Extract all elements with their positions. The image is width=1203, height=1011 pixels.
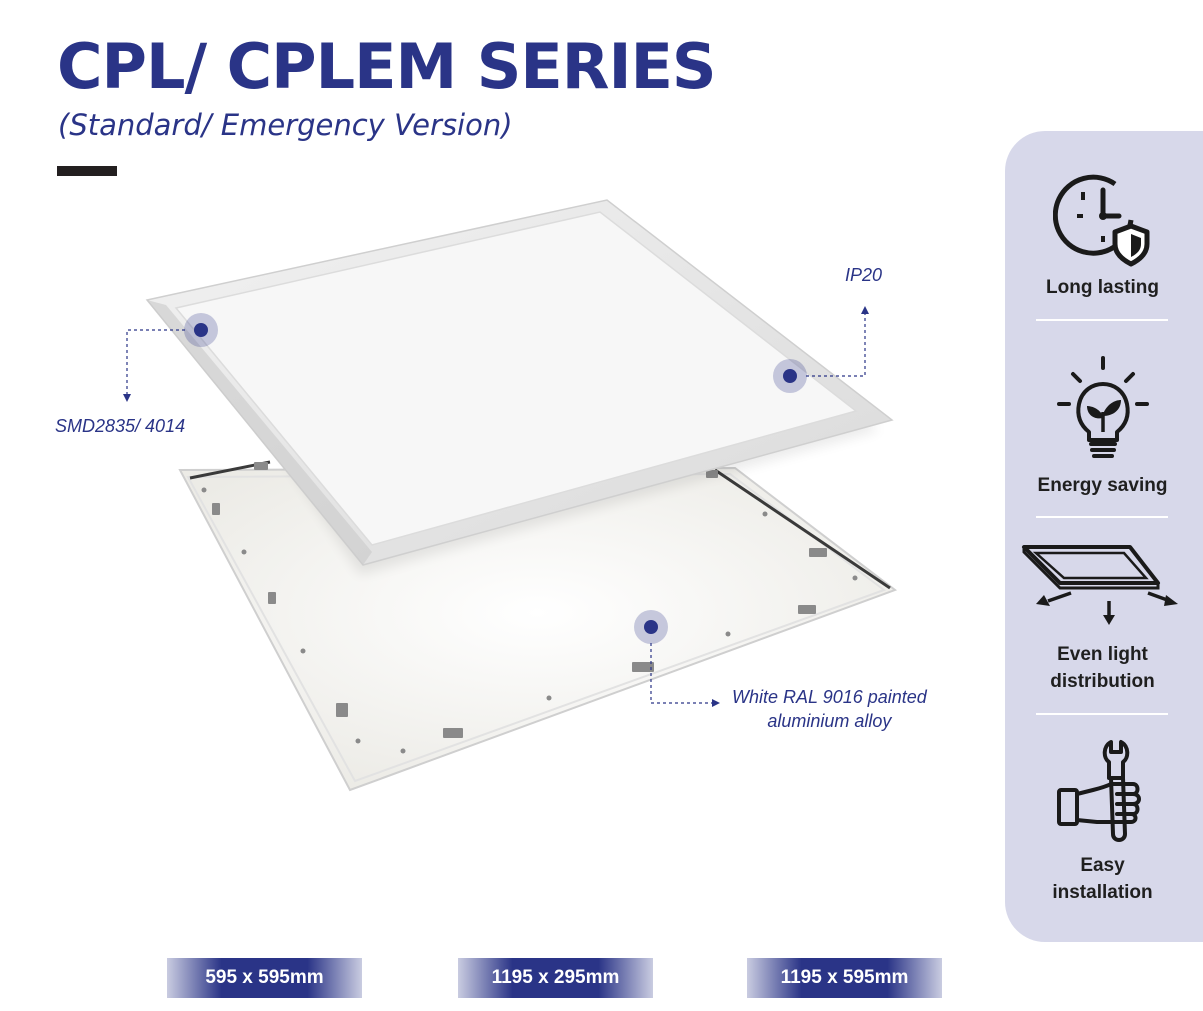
feature-divider-1 bbox=[1036, 319, 1168, 321]
feature-even-light: Even light distribution bbox=[1005, 543, 1200, 695]
page-title: CPL/ CPLEM SERIES bbox=[57, 30, 717, 103]
feature-energy-saving: Energy saving bbox=[1005, 354, 1200, 499]
size-label-595x595: 595 x 595mm bbox=[167, 958, 362, 998]
size-label-1195x295: 1195 x 295mm bbox=[458, 958, 653, 998]
page-subtitle: (Standard/ Emergency Version) bbox=[58, 108, 513, 142]
feature-label-easy-installation-line1: Easy bbox=[1080, 855, 1125, 876]
clock-shield-icon bbox=[1052, 174, 1149, 267]
hotspot-smd bbox=[123, 313, 218, 402]
hotspot-ip bbox=[773, 306, 869, 393]
callout-smd: SMD2835/ 4014 bbox=[55, 416, 186, 436]
title-underline-bar bbox=[57, 166, 117, 176]
features-sidebar bbox=[1005, 131, 1203, 942]
bulb-leaf-icon bbox=[1056, 356, 1149, 458]
feature-label-long-lasting: Long lasting bbox=[1046, 277, 1159, 298]
callout-material: White RAL 9016 painted aluminium alloy bbox=[732, 685, 927, 733]
size-label-1195x595: 1195 x 595mm bbox=[747, 958, 942, 998]
feature-label-energy-saving: Energy saving bbox=[1037, 475, 1168, 496]
callout-material-line1: White RAL 9016 painted bbox=[732, 687, 927, 707]
front-panel bbox=[145, 199, 894, 566]
callout-ip: IP20 bbox=[845, 265, 883, 285]
hotspot-material bbox=[634, 610, 720, 707]
feature-divider-3 bbox=[1036, 713, 1168, 715]
feature-divider-2 bbox=[1036, 516, 1168, 518]
feature-label-easy-installation-line2: installation bbox=[1052, 882, 1153, 903]
hand-wrench-icon bbox=[1056, 740, 1141, 842]
panel-arrows-icon bbox=[1021, 545, 1178, 625]
feature-long-lasting: Long lasting bbox=[1005, 168, 1200, 301]
callout-material-line2: aluminium alloy bbox=[767, 711, 892, 731]
feature-easy-installation: Easy installation bbox=[1005, 738, 1200, 906]
feature-label-even-light-line2: distribution bbox=[1050, 671, 1155, 692]
hero-panel-illustration bbox=[123, 199, 898, 792]
feature-label-even-light-line1: Even light bbox=[1057, 644, 1148, 665]
